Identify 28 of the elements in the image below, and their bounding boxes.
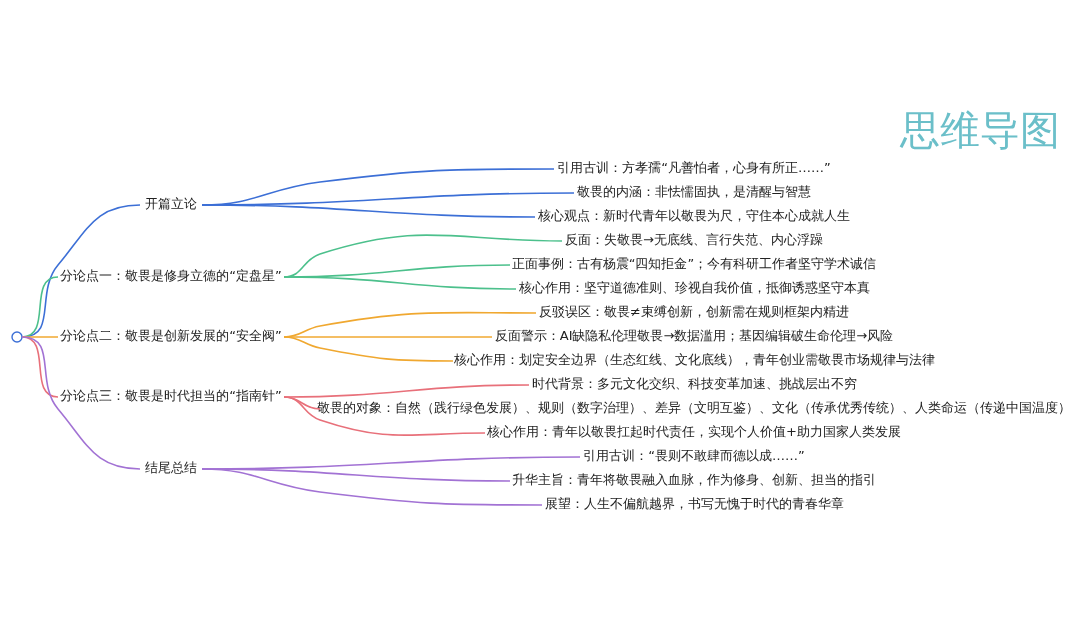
node-text: 敬畏的内涵：非怯懦固执，是清醒与智慧 bbox=[577, 183, 811, 199]
node-text: 敬畏的对象：自然（践行绿色发展）、规则（数字治理）、差异（文明互鉴）、文化（传承优秀传统）、人类命运（传递中国温度） bbox=[317, 399, 1071, 415]
node-text: 核心观点：新时代青年以敬畏为尺，守住本心成就人生 bbox=[538, 207, 850, 223]
node-text: 分论点二：敬畏是创新发展的“安全阀” bbox=[60, 327, 282, 343]
node-text: 核心作用：划定安全边界（生态红线、文化底线），青年创业需敬畏市场规律与法律 bbox=[453, 351, 935, 367]
connector bbox=[283, 275, 517, 290]
node-text: 正面事例：古有杨震“四知拒金”；今有科研工作者坚守学术诚信 bbox=[511, 255, 877, 271]
connector bbox=[283, 335, 454, 362]
node-text: 引用古训：方孝孺“凡善怕者，心身有所正……” bbox=[557, 159, 831, 175]
node-text: 时代背景：多元文化交织、科技变革加速、挑战层出不穷 bbox=[531, 375, 857, 391]
node-text: 反面警示：AI缺隐私伦理敬畏→数据滥用；基因编辑破生命伦理→风险 bbox=[494, 327, 894, 343]
node-text: 反面：失敬畏→无底线、言行失范、内心浮躁 bbox=[565, 231, 823, 247]
node-text: 结尾总结 bbox=[145, 459, 197, 475]
node-text: 开篇立论 bbox=[145, 195, 197, 211]
connector bbox=[283, 395, 486, 436]
node-text: 升华主旨：青年将敬畏融入血脉，作为修身、创新、担当的指引 bbox=[512, 471, 876, 487]
connector bbox=[201, 203, 536, 218]
connector bbox=[201, 467, 543, 506]
node-text: 展望：人生不偏航越界，书写无愧于时代的青春华章 bbox=[544, 495, 844, 511]
node-circle bbox=[11, 330, 23, 343]
node-text: 核心作用：青年以敬畏扛起时代责任，实现个人价值+助力国家人类发展 bbox=[487, 423, 901, 439]
node-text: 引用古训：“畏则不敢肆而德以成……” bbox=[583, 447, 805, 463]
diagram-title: 思维导图 bbox=[900, 106, 1060, 153]
node-text: 反驳误区：敬畏≠束缚创新，创新需在规则框架内精进 bbox=[539, 303, 849, 319]
node-text: 分论点一：敬畏是修身立德的“定盘星” bbox=[60, 267, 282, 283]
node-text: 分论点三：敬畏是时代担当的“指南针” bbox=[60, 387, 282, 403]
node-text: 核心作用：坚守道德准则、珍视自我价值，抵御诱惑坚守本真 bbox=[518, 279, 870, 295]
connector bbox=[21, 335, 141, 470]
